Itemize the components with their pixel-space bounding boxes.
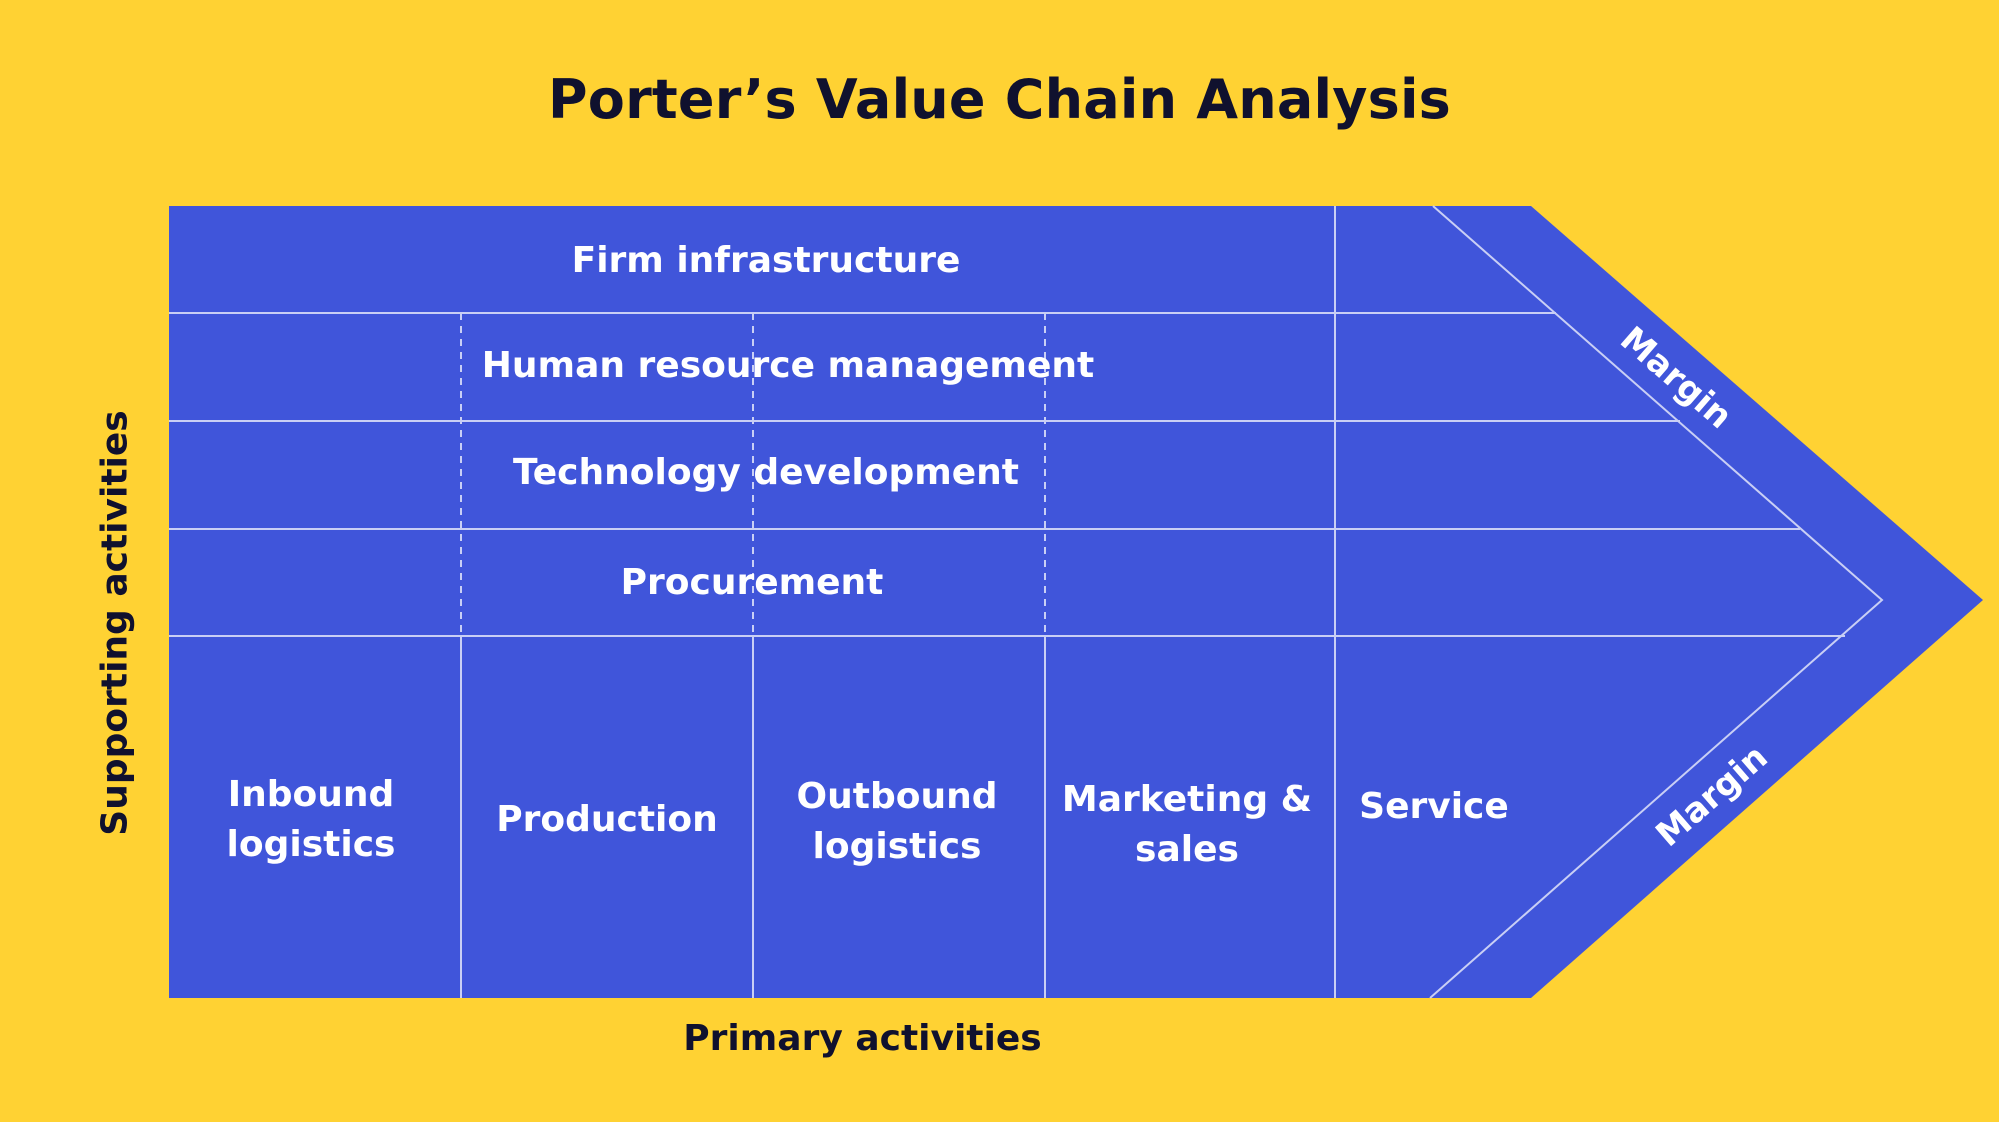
margin-boundary xyxy=(1429,205,1884,999)
support-technology-development: Technology development xyxy=(512,452,1020,493)
primary-production: Production xyxy=(496,799,718,840)
support-human-resource-management: Human resource management xyxy=(481,345,1095,386)
diagram-title: Porter’s Value Chain Analysis xyxy=(548,68,1451,131)
primary-activities-axis-label: Primary activities xyxy=(683,1018,1042,1059)
support-procurement: Procurement xyxy=(620,562,884,603)
row-separators xyxy=(169,312,1845,637)
value-chain-arrow-shape xyxy=(169,206,1983,998)
supporting-activities-axis-label: Supporting activities xyxy=(94,410,136,836)
primary-service: Service xyxy=(1359,786,1509,827)
primary-outbound-logistics: Outbound logistics xyxy=(796,776,998,867)
solid-column-separators xyxy=(460,206,1336,998)
primary-marketing-sales: Marketing & sales xyxy=(1061,779,1313,870)
dashed-column-separators xyxy=(460,313,1046,636)
support-firm-infrastructure: Firm infrastructure xyxy=(571,240,961,281)
primary-inbound-logistics: Inbound logistics xyxy=(226,774,396,865)
